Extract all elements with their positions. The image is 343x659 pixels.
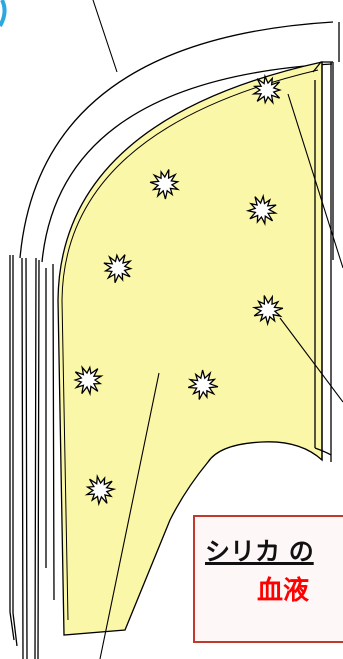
callout-subtitle: 血液: [257, 570, 309, 607]
callout-title: シリカ の: [205, 532, 314, 568]
leader-line: [93, 0, 117, 72]
accent-arc: [0, 0, 5, 26]
callout-box: シリカ の 血液: [193, 515, 343, 643]
